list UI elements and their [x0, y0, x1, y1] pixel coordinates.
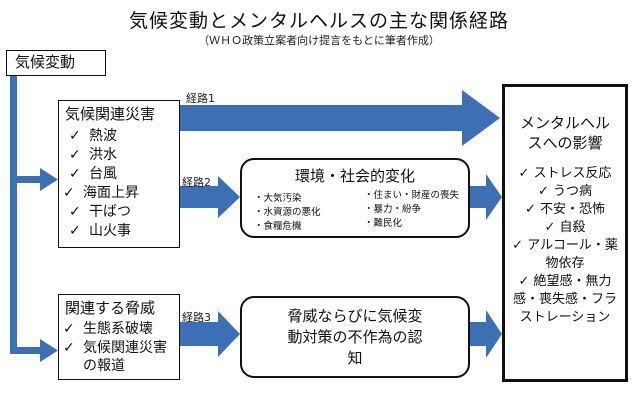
- check-icon: ✓: [69, 128, 81, 144]
- env-social-heading: 環境・社会的変化: [294, 167, 415, 185]
- branch-line-disasters: [10, 176, 42, 183]
- branch-arrowhead-disasters: [40, 168, 58, 191]
- check-icon: ✓: [537, 184, 553, 199]
- related-threats-heading: 関連する脅威: [65, 299, 156, 317]
- check-icon: ✓: [524, 202, 540, 217]
- route1-label: 経路1: [186, 92, 215, 105]
- climate-change-box: 気候変動: [6, 50, 106, 76]
- list-item: ✓ 気候関連災害の報道: [63, 340, 167, 374]
- check-icon: ✓: [63, 185, 75, 201]
- climate-disasters-list: ✓熱波 ✓洪水 ✓台風 ✓海面上昇 ✓干ばつ ✓山火事: [59, 124, 179, 241]
- route3-arrow-in: [180, 311, 240, 357]
- mental-health-list: ✓ ストレス反応 ✓ うつ病 ✓ 不安・恐怖 ✓ 自殺 ✓ アルコール・薬物依存…: [505, 153, 625, 327]
- route2-label: 経路2: [182, 176, 211, 189]
- perception-text: 脅威ならびに気候変動対策の不作為の認知: [287, 306, 423, 367]
- list-item: 住まい・財産の喪失: [364, 189, 460, 203]
- list-item: 難民化: [364, 217, 460, 231]
- mental-health-heading: メンタルヘルスへの影響: [519, 114, 610, 152]
- list-item: ✓ うつ病: [537, 184, 593, 199]
- branch-arrowhead-threats: [40, 339, 58, 362]
- list-item: ✓生態系破壊: [63, 321, 153, 337]
- branch-line-threats: [10, 347, 42, 354]
- list-item: ✓干ばつ: [69, 204, 131, 220]
- climate-change-label: 気候変動: [15, 53, 76, 71]
- list-item: 大気汚染: [254, 192, 364, 206]
- check-icon: ✓: [518, 166, 534, 181]
- list-item: 食糧危機: [254, 220, 364, 234]
- list-item: ✓熱波: [69, 128, 117, 144]
- climate-disasters-heading: 気候関連災害: [65, 105, 156, 123]
- route3-arrow-out: [470, 310, 502, 358]
- list-item: ✓洪水: [69, 147, 117, 163]
- mental-health-impact-box: メンタルヘルスへの影響 ✓ ストレス反応 ✓ うつ病 ✓ 不安・恐怖 ✓ 自殺 …: [502, 84, 628, 382]
- list-item: ✓山火事: [69, 223, 131, 239]
- list-item: ✓ 不安・恐怖: [524, 202, 606, 217]
- list-item: ✓ 絶望感・無力感・喪失感・フラストレーション: [512, 274, 617, 325]
- route2-arrow-out: [470, 174, 502, 220]
- diagram-title: 気候変動とメンタルヘルスの主な関係経路: [128, 10, 509, 32]
- diagram-subtitle: （ＷＨＯ政策立案者向け提言をもとに筆者作成）: [198, 34, 440, 47]
- perception-box: 脅威ならびに気候変動対策の不作為の認知: [240, 296, 470, 378]
- env-social-left-list: 大気汚染 水資源の悪化 食糧危機: [254, 192, 364, 234]
- list-item: 暴力・紛争: [364, 203, 460, 217]
- check-icon: ✓: [69, 166, 81, 182]
- check-icon: ✓: [63, 321, 75, 337]
- related-threats-list: ✓生態系破壊 ✓ 気候関連災害の報道: [59, 318, 179, 375]
- related-threats-box: 関連する脅威 ✓生態系破壊 ✓ 気候関連災害の報道: [58, 294, 180, 380]
- list-item: ✓海面上昇: [63, 185, 139, 201]
- list-item: 水資源の悪化: [254, 206, 364, 220]
- check-icon: ✓: [69, 223, 81, 239]
- check-icon: ✓: [69, 147, 81, 163]
- list-item: ✓ アルコール・薬物依存: [512, 238, 618, 271]
- env-social-right-list: 住まい・財産の喪失 暴力・紛争 難民化: [364, 189, 460, 234]
- check-icon: ✓: [63, 340, 75, 356]
- route2-arrow-in: [180, 176, 240, 218]
- check-icon: ✓: [544, 220, 560, 235]
- trunk-line: [10, 70, 17, 354]
- check-icon: ✓: [518, 274, 534, 289]
- check-icon: ✓: [69, 204, 81, 220]
- route3-label: 経路3: [182, 311, 211, 324]
- check-icon: ✓: [512, 238, 528, 253]
- list-item: ✓台風: [69, 166, 117, 182]
- list-item: ✓ 自殺: [544, 220, 586, 235]
- climate-disasters-box: 気候関連災害 ✓熱波 ✓洪水 ✓台風 ✓海面上昇 ✓干ばつ ✓山火事: [58, 100, 180, 248]
- list-item: ✓ ストレス反応: [518, 166, 612, 181]
- env-social-change-box: 環境・社会的変化 大気汚染 水資源の悪化 食糧危機 住まい・財産の喪失 暴力・紛…: [240, 158, 470, 238]
- route1-arrow: [180, 90, 500, 146]
